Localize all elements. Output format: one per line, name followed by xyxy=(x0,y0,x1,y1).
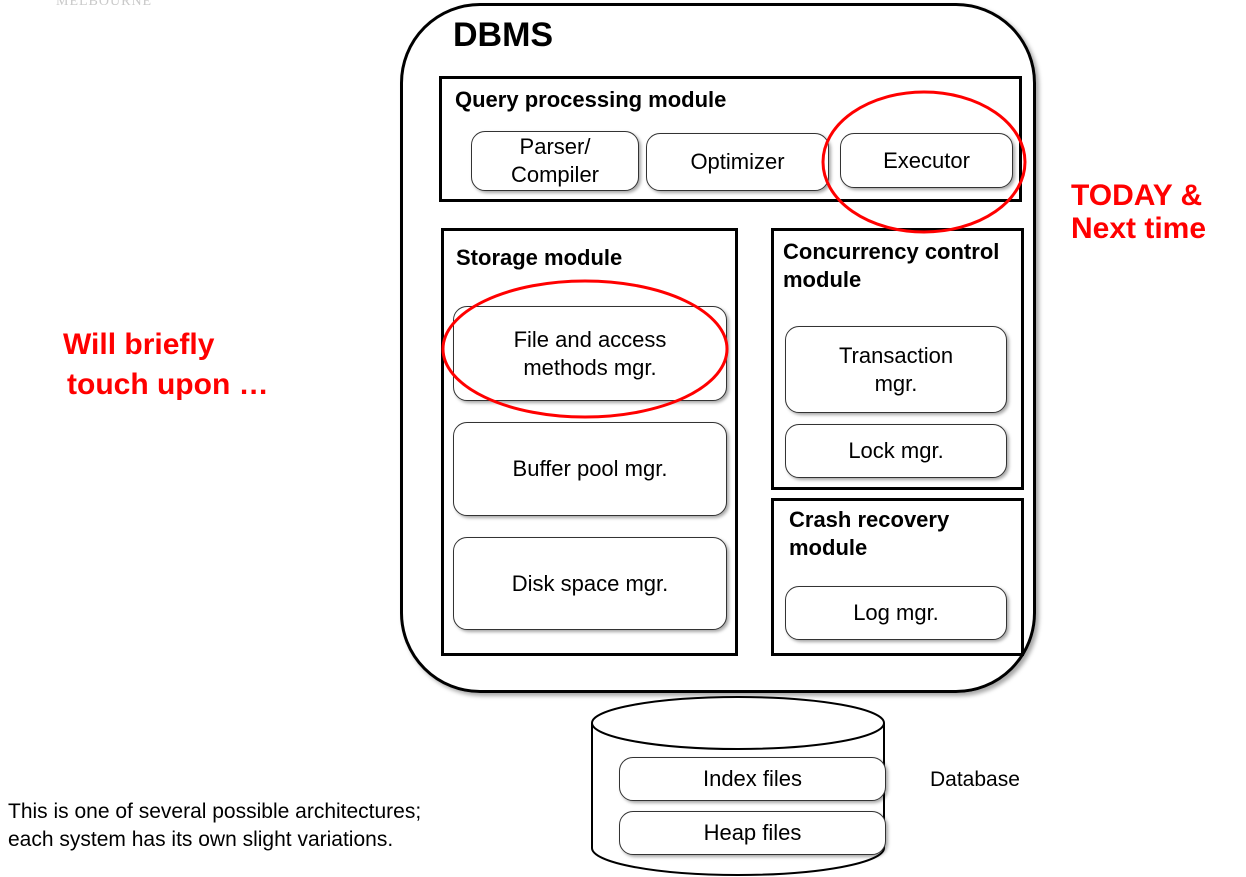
concurrency-module-title: Concurrency control module xyxy=(783,239,1000,292)
disk-space-box: Disk space mgr. xyxy=(453,537,727,630)
executor-box: Executor xyxy=(840,133,1013,188)
transaction-mgr-box: Transaction mgr. xyxy=(785,326,1007,413)
briefly-annotation-line2: touch upon … xyxy=(67,368,269,401)
log-mgr-box: Log mgr. xyxy=(785,586,1007,640)
buffer-pool-box: Buffer pool mgr. xyxy=(453,422,727,516)
briefly-annotation-line1: Will briefly xyxy=(63,328,215,361)
heap-files-box: Heap files xyxy=(619,811,886,855)
footnote-line2: each system has its own slight variation… xyxy=(8,828,394,851)
index-files-box: Index files xyxy=(619,757,886,801)
optimizer-box: Optimizer xyxy=(646,133,829,191)
file-access-methods-box: File and access methods mgr. xyxy=(453,306,727,401)
dbms-title: DBMS xyxy=(453,16,554,54)
storage-module-title: Storage module xyxy=(456,245,623,270)
logo-text: MELBOURNE xyxy=(56,0,153,9)
query-module-title: Query processing module xyxy=(455,87,727,112)
today-annotation-line2: Next time xyxy=(1071,212,1207,245)
storage-module xyxy=(441,228,738,656)
lock-mgr-box: Lock mgr. xyxy=(785,424,1007,478)
recovery-module-title: Crash recovery module xyxy=(789,507,950,560)
footnote-line1: This is one of several possible architec… xyxy=(8,800,422,823)
dbms-container xyxy=(400,3,1036,693)
today-annotation-line1: TODAY & xyxy=(1071,179,1203,212)
crash-recovery-module xyxy=(771,498,1024,656)
database-label: Database xyxy=(930,768,1020,791)
parser-compiler-box: Parser/ Compiler xyxy=(471,131,639,191)
